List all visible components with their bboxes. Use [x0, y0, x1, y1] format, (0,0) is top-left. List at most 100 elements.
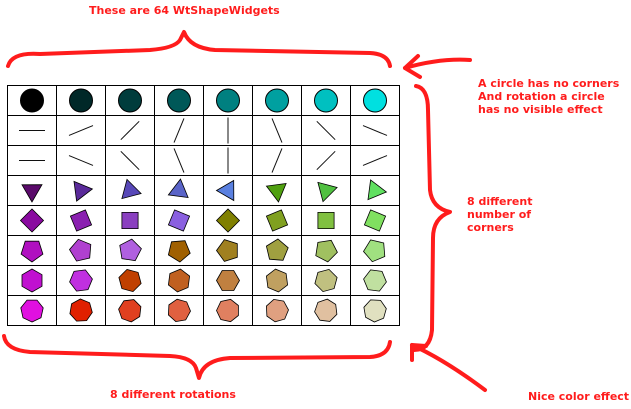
bottom-brace	[2, 334, 392, 380]
line-shape	[68, 125, 94, 136]
circle-shape	[118, 88, 142, 113]
polygon-shape	[216, 298, 239, 323]
shape-cell	[7, 205, 57, 236]
shape-cell	[7, 265, 57, 296]
shape-cell	[252, 295, 302, 326]
polygon-shape	[167, 268, 191, 293]
shape-cell	[203, 145, 253, 176]
circle-shape	[265, 88, 289, 113]
polygon-shape	[121, 178, 142, 200]
polygon-shape	[19, 208, 45, 233]
circle-shape	[363, 88, 387, 113]
shape-cell	[154, 235, 204, 266]
shape-cell	[252, 145, 302, 176]
shape-cell	[203, 265, 253, 296]
shape-widget-grid	[7, 85, 400, 326]
polygon-shape	[216, 270, 240, 291]
shape-cell	[350, 265, 400, 296]
polygon-shape	[21, 268, 43, 293]
polygon-shape	[363, 269, 387, 292]
polygon-shape	[367, 179, 388, 201]
line-shape	[316, 150, 336, 171]
polygon-shape	[265, 268, 289, 293]
polygon-shape	[20, 240, 44, 263]
polygon-shape	[119, 238, 142, 262]
shape-cell	[350, 115, 400, 146]
shape-cell	[252, 265, 302, 296]
polygon-shape	[314, 268, 338, 293]
shape-cell	[301, 175, 351, 206]
polygon-shape	[317, 212, 335, 230]
polygon-shape	[317, 181, 338, 203]
shape-cell	[154, 85, 204, 116]
shape-cell	[105, 175, 155, 206]
shape-cell	[105, 295, 155, 326]
shape-row	[7, 115, 400, 146]
polygon-shape	[20, 299, 44, 323]
line-shape	[68, 155, 94, 166]
polygon-shape	[167, 209, 191, 232]
shape-cell	[301, 235, 351, 266]
shape-row	[7, 175, 400, 206]
line-shape	[271, 148, 283, 173]
polygon-shape	[265, 298, 289, 323]
polygon-shape	[167, 178, 189, 198]
shape-cell	[252, 235, 302, 266]
shape-cell	[56, 145, 106, 176]
shape-cell	[56, 295, 106, 326]
arrow-circle	[403, 57, 472, 70]
shape-cell	[203, 295, 253, 326]
note-widget-count: These are 64 WtShapeWidgets	[89, 4, 280, 17]
line-shape	[173, 118, 185, 143]
shape-cell	[203, 115, 253, 146]
shape-cell	[7, 85, 57, 116]
polygon-shape	[69, 238, 92, 262]
shape-cell	[252, 85, 302, 116]
shape-cell	[56, 115, 106, 146]
line-shape	[120, 150, 140, 171]
polygon-shape	[215, 208, 241, 233]
line-shape	[362, 155, 388, 166]
shape-cell	[154, 115, 204, 146]
shape-cell	[56, 175, 106, 206]
right-brace	[412, 84, 452, 352]
shape-cell	[154, 205, 204, 236]
polygon-shape	[315, 239, 338, 263]
shape-cell	[56, 85, 106, 116]
shape-cell	[105, 265, 155, 296]
shape-cell	[252, 205, 302, 236]
shape-cell	[301, 265, 351, 296]
note-color: Nice color effect	[528, 390, 630, 403]
arrow-color-head	[410, 343, 428, 362]
shape-row	[7, 235, 400, 266]
shape-cell	[252, 115, 302, 146]
shape-cell	[350, 145, 400, 176]
arrow-color	[410, 343, 487, 392]
polygon-shape	[363, 239, 386, 263]
shape-cell	[203, 205, 253, 236]
polygon-shape	[118, 299, 142, 323]
shape-cell	[154, 175, 204, 206]
shape-cell	[154, 295, 204, 326]
shape-row	[7, 145, 400, 176]
shape-cell	[350, 295, 400, 326]
polygon-shape	[265, 209, 289, 232]
polygon-shape	[167, 298, 191, 323]
polygon-shape	[73, 180, 94, 202]
polygon-shape	[21, 184, 43, 203]
shape-cell	[56, 235, 106, 266]
shape-cell	[7, 295, 57, 326]
shape-cell	[105, 115, 155, 146]
line-shape	[316, 120, 336, 141]
note-circle: A circle has no corners And rotation a c…	[478, 77, 620, 116]
shape-cell	[56, 205, 106, 236]
shape-cell	[203, 235, 253, 266]
polygon-shape	[69, 269, 93, 292]
circle-shape	[20, 88, 44, 113]
shape-row	[7, 295, 400, 326]
shape-cell	[7, 145, 57, 176]
line-shape	[173, 148, 185, 173]
polygon-shape	[265, 183, 287, 203]
shape-cell	[154, 265, 204, 296]
